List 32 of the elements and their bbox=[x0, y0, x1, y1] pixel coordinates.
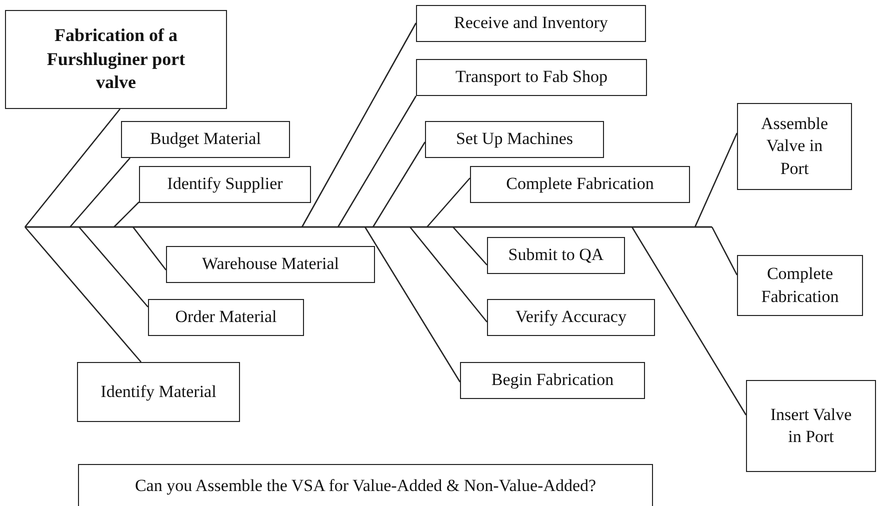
step-box: Warehouse Material bbox=[166, 246, 375, 283]
branch-line bbox=[452, 226, 488, 266]
step-box: Receive and Inventory bbox=[416, 5, 646, 42]
step-box: Complete Fabrication bbox=[470, 166, 690, 203]
step-box: Assemble Valve in Port bbox=[737, 103, 852, 190]
step-box: Identify Material bbox=[77, 362, 240, 422]
step-box: Budget Material bbox=[121, 121, 290, 158]
branch-line bbox=[70, 158, 130, 228]
step-box: Transport to Fab Shop bbox=[416, 59, 647, 96]
branch-line bbox=[132, 226, 167, 270]
branch-line bbox=[364, 226, 461, 382]
branch-line bbox=[337, 96, 417, 228]
branch-line bbox=[301, 22, 417, 228]
branch-line bbox=[711, 226, 738, 276]
step-box: Begin Fabrication bbox=[460, 362, 645, 399]
branch-line bbox=[372, 142, 426, 228]
branch-line bbox=[631, 226, 747, 416]
branch-line bbox=[694, 132, 738, 228]
branch-line bbox=[114, 202, 140, 228]
question-box: Can you Assemble the VSA for Value-Added & Non-Value-Added? bbox=[78, 464, 653, 506]
step-box: Insert Valve in Port bbox=[746, 380, 876, 472]
title-box: Fabrication of a Furshluginer port valve bbox=[5, 10, 227, 109]
branch-line bbox=[24, 226, 142, 362]
branch-line bbox=[78, 226, 148, 308]
step-box: Order Material bbox=[148, 299, 304, 336]
step-box: Identify Supplier bbox=[139, 166, 311, 203]
step-box: Set Up Machines bbox=[425, 121, 604, 158]
step-box: Verify Accuracy bbox=[487, 299, 655, 336]
branch-line bbox=[410, 226, 488, 322]
branch-line bbox=[426, 178, 470, 228]
step-box: Complete Fabrication bbox=[737, 255, 863, 316]
step-box: Submit to QA bbox=[487, 237, 625, 274]
